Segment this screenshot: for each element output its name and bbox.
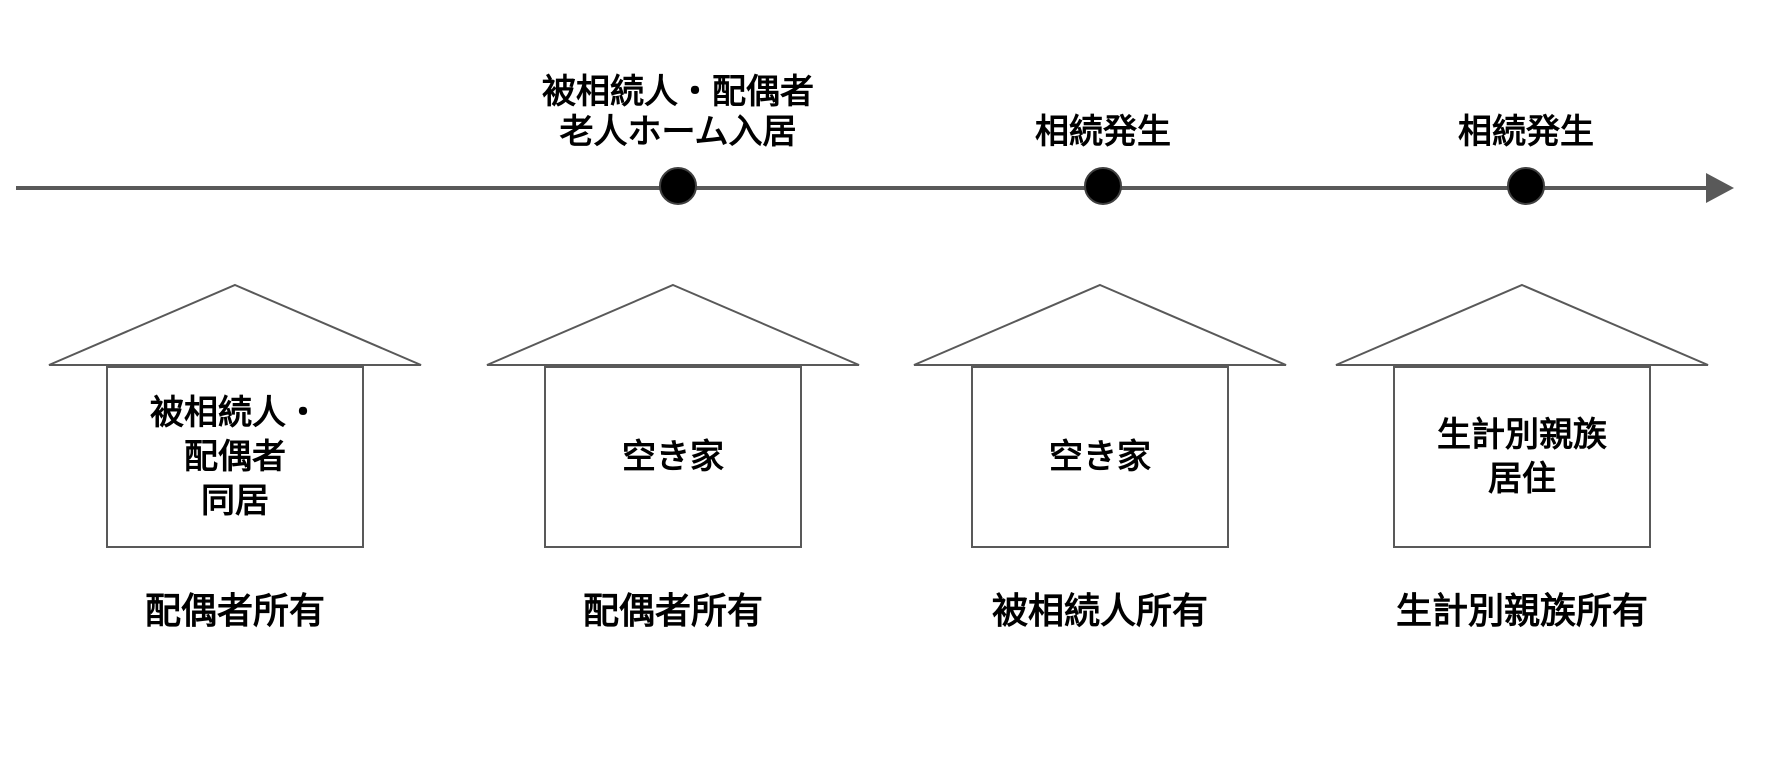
- house-occupancy-label: 空き家: [1049, 438, 1151, 476]
- house-ownership-label: 配偶者所有: [582, 590, 763, 631]
- house-body: 空き家: [971, 366, 1229, 548]
- house-ownership-label: 生計別親族所有: [1395, 590, 1648, 631]
- house-body: 空き家: [544, 366, 802, 548]
- timeline-event-inheritance-1: 相続発生: [793, 0, 1413, 152]
- house-body: 被相続人・ 配偶者 同居: [106, 366, 364, 548]
- timeline-event-nursing-home: 被相続人・配偶者 老人ホーム入居: [368, 0, 988, 152]
- house: 空き家 被相続人所有: [910, 282, 1290, 634]
- event-label: 被相続人・配偶者 老人ホーム入居: [542, 73, 814, 151]
- timeline-arrowhead-icon: [1706, 173, 1734, 203]
- house-roof-icon: [48, 283, 422, 366]
- timeline-dot: [1507, 167, 1545, 205]
- house-occupancy-label: 生計別親族 居住: [1437, 416, 1607, 498]
- house-occupancy-label: 被相続人・ 配偶者 同居: [150, 394, 320, 520]
- timeline-line: [16, 186, 1708, 190]
- house-roof-icon: [486, 283, 860, 366]
- event-label: 相続発生: [1458, 113, 1594, 151]
- timeline-dot: [659, 167, 697, 205]
- house-roof-icon: [1335, 283, 1709, 366]
- house-occupancy-label: 空き家: [622, 438, 724, 476]
- timeline-dot: [1084, 167, 1122, 205]
- house: 空き家 配偶者所有: [483, 282, 863, 634]
- house-roof-icon: [913, 283, 1287, 366]
- timeline-event-inheritance-2: 相続発生: [1216, 0, 1770, 152]
- house: 被相続人・ 配偶者 同居 配偶者所有: [45, 282, 425, 634]
- house: 生計別親族 居住 生計別親族所有: [1332, 282, 1712, 634]
- house-ownership-label: 配偶者所有: [144, 590, 325, 631]
- house-body: 生計別親族 居住: [1393, 366, 1651, 548]
- event-label: 相続発生: [1035, 113, 1171, 151]
- house-ownership-label: 被相続人所有: [991, 590, 1208, 631]
